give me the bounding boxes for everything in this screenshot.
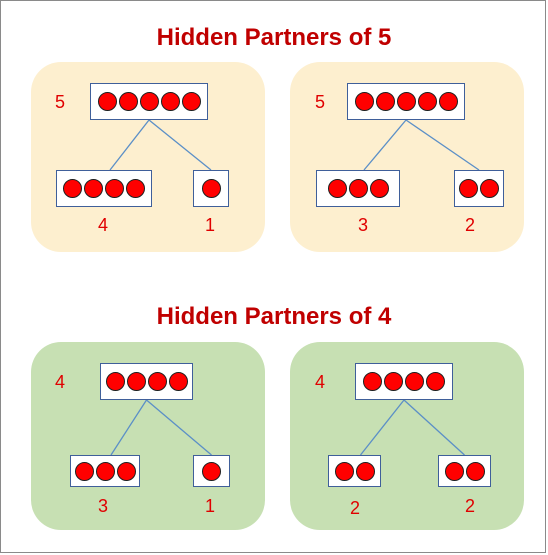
whole-dot (168, 372, 188, 391)
right-part-number-label: 2 (464, 215, 475, 235)
whole-dot (97, 92, 117, 111)
left-part-dot (105, 179, 124, 198)
left-part-dot-box (328, 455, 381, 487)
left-part-dot-box (56, 170, 152, 207)
left-part-dot (116, 461, 136, 481)
right-part-dot-box (454, 170, 504, 207)
title-hidden-partners-of-4: Hidden Partners of 4 (156, 303, 392, 330)
left-part-dot (126, 179, 145, 198)
left-part-dot-box (316, 170, 400, 207)
whole-dot (105, 372, 125, 391)
right-part-dot (201, 179, 221, 198)
whole-number-label: 5 (54, 92, 65, 112)
whole-dot (139, 92, 159, 111)
left-part-dot (355, 461, 375, 481)
whole-dot (384, 372, 403, 391)
left-part-dot (95, 461, 115, 481)
whole-number-label: 5 (314, 92, 325, 112)
right-part-dot-box (193, 170, 229, 207)
whole-number-label: 4 (314, 372, 325, 392)
right-part-number-label: 1 (204, 496, 215, 516)
left-part-number-label: 3 (357, 215, 368, 235)
whole-dot-box (90, 83, 208, 120)
right-part-dot (480, 179, 499, 198)
whole-dot (118, 92, 138, 111)
whole-dot (181, 92, 201, 111)
right-part-dot (202, 461, 221, 481)
right-part-dot (459, 179, 478, 198)
left-part-dot-box (70, 455, 140, 487)
left-part-dot (74, 461, 94, 481)
whole-dot (375, 92, 395, 111)
left-part-number-label: 4 (97, 215, 108, 235)
whole-dot (417, 92, 437, 111)
whole-dot (426, 372, 445, 391)
right-part-dot (444, 461, 464, 481)
right-part-dot-box (438, 455, 491, 487)
left-part-number-label: 3 (97, 496, 108, 516)
whole-dot-box (100, 363, 193, 400)
left-part-dot (369, 179, 389, 198)
whole-dot (405, 372, 424, 391)
left-part-dot (84, 179, 103, 198)
whole-dot (354, 92, 374, 111)
whole-dot (126, 372, 146, 391)
whole-dot-box (355, 363, 453, 400)
right-part-number-label: 1 (204, 215, 215, 235)
left-part-dot (327, 179, 347, 198)
whole-dot (160, 92, 180, 111)
right-part-dot-box (193, 455, 230, 487)
whole-dot (438, 92, 458, 111)
whole-dot (396, 92, 416, 111)
right-part-number-label: 2 (464, 496, 475, 516)
title-hidden-partners-of-5: Hidden Partners of 5 (156, 24, 392, 51)
left-part-dot (63, 179, 82, 198)
whole-number-label: 4 (54, 372, 65, 392)
left-part-dot (348, 179, 368, 198)
whole-dot (147, 372, 167, 391)
left-part-number-label: 2 (349, 498, 360, 518)
whole-dot-box (347, 83, 465, 120)
left-part-dot (334, 461, 354, 481)
whole-dot (363, 372, 382, 391)
right-part-dot (465, 461, 485, 481)
